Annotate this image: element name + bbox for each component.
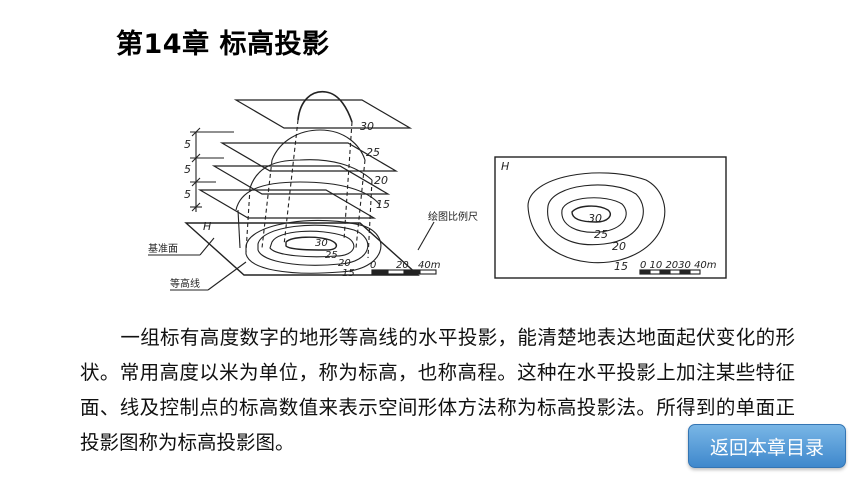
paragraph-text: 一组标有高度数字的地形等高线的水平投影，能清楚地表达地面起伏变化的形状。常用高度… [80, 326, 795, 454]
interval-label-2: 5 [184, 163, 191, 176]
contour-map [494, 156, 727, 279]
datum-contour-15: 15 [342, 268, 355, 279]
left-contour-30: 30 [360, 120, 374, 133]
left-contour-25: 25 [366, 146, 380, 159]
page-title: 第14章 标高投影 [116, 29, 330, 60]
interval-label-3: 5 [184, 188, 191, 201]
right-contour-30: 30 [588, 212, 602, 225]
interval-label-1: 5 [184, 138, 191, 151]
description-paragraph: 一组标有高度数字的地形等高线的水平投影，能清楚地表达地面起伏变化的形状。常用高度… [80, 320, 795, 460]
left-scale-bar [371, 269, 437, 275]
scale-caption: 绘图比例尺 [428, 210, 478, 223]
scale-forty: 40m [418, 260, 441, 271]
elevation-planes [184, 99, 420, 276]
right-contour-25: 25 [594, 228, 608, 241]
scale-twenty: 20 [396, 260, 409, 271]
datum-contour-20: 20 [338, 258, 351, 269]
right-contour-20: 20 [612, 240, 626, 253]
datum-contours [245, 219, 382, 274]
right-scale-text: 0 10 2030 40m [640, 260, 717, 271]
scale-zero: 0 [370, 260, 376, 271]
height-dimension [190, 127, 234, 212]
datum-label: 基准面 [148, 242, 178, 255]
terrain-figure: H 5 5 5 30 25 20 15 30 25 20 15 0 20 40m… [148, 91, 727, 291]
back-to-chapter-button[interactable]: 返回本章目录 [688, 424, 846, 468]
mountain-outline [235, 91, 381, 259]
left-contour-15: 15 [376, 198, 390, 211]
contour-label: 等高线 [170, 277, 200, 290]
datum-contour-25: 25 [325, 250, 338, 261]
right-plane-label: H [501, 160, 509, 173]
right-contour-15: 15 [614, 260, 628, 273]
left-plane-label: H [203, 220, 211, 233]
datum-contour-30: 30 [315, 238, 328, 249]
left-contour-20: 20 [374, 174, 388, 187]
